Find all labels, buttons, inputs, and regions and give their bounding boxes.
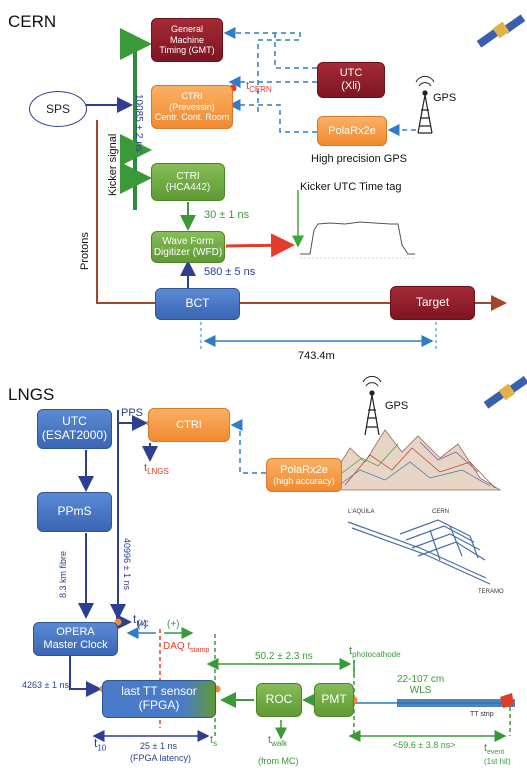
ctri-hca-line-2: (HCA442) [165,182,211,193]
tt-sensor-box: last TT sensor (FPGA) [102,680,216,718]
target-label: Target [415,295,450,310]
ctri-lngs-label: CTRI [176,418,202,431]
delay-10085-label: 10085 ± 2 ns [133,94,144,152]
protons-label: Protons [79,232,91,270]
t-cern-label: tCERN [246,80,272,95]
tt-strip-label: TT strip [470,711,494,718]
tt-line-2: (FPGA) [138,698,180,712]
gmt-box: General Machine Timing (GMT) [151,18,223,62]
polarx-lngs-box: PolaRx2e (high accuracy) [266,458,342,492]
lngs-lab-map [347,519,491,585]
first-hit-label: (1st hit) [484,757,511,766]
fpga-latency-label: (FPGA latency) [130,753,192,763]
gmt-line-1: General [170,24,204,35]
kicker-signal-label: Kicker signal [107,133,119,196]
utc-xli-line-2: (Xli) [341,80,361,92]
high-precision-gps-label: High precision GPS [311,153,407,165]
gps-cern-label: GPS [433,92,457,104]
plus-label: (+) [167,619,180,630]
kicker-utc-tag-label: Kicker UTC Time tag [300,181,402,193]
opera-clock-box: OPERA Master Clock [33,622,118,656]
delay-59-label: <59.6 ± 3.8 ns> [393,740,456,750]
t-lngs-label: tLNGS [144,462,169,477]
pmt-label: PMT [321,692,347,707]
hit-marker [500,693,514,708]
ctri-prevessin-line-2: (Prevessin) [169,101,215,112]
pps-label: PPS [121,407,144,419]
gps-lngs-label: GPS [385,400,409,412]
wls-line-2: WLS [409,685,432,696]
wls-line-1: 22-107 cm [397,674,445,685]
wls-label: 22-107 cm WLS [397,674,444,696]
utc-esat-line-2: (ESAT2000) [41,428,108,442]
sps-label: SPS [45,102,70,116]
from-mc-label: (from MC) [258,756,299,766]
delay-4263-label: 4263 ± 1 ns [22,680,69,690]
lngs-section-title: LNGS [8,385,55,404]
t-photocathode-label: tphotocathode [349,645,401,660]
t-walk-label: twalk [268,734,288,749]
delay-40996-label: 40996 ± 1 ns [122,538,132,590]
t-s-label: ts [210,734,218,749]
ctri-prevessin-line-3: Centr. Cont. Room [154,112,230,123]
polarx-cern-label: PolaRx2e [328,124,376,137]
t-mc-label: tMC [133,612,149,629]
distance-label: 743.4m [298,350,335,362]
tt-strip-bar [397,699,515,707]
gmt-line-2: Machine [169,34,205,45]
satellite-icon [483,375,527,409]
ppms-label: PPmS [57,504,92,519]
satellite-icon [476,14,526,48]
utc-xli-line-1: UTC [339,67,363,80]
polarx-lngs-line-2: (high accuracy) [273,476,335,487]
utc-xli-box: UTC (Xli) [317,62,385,98]
roc-label: ROC [265,692,293,707]
ctri-hca-line-1: CTRI [176,170,200,182]
kicker-waveform [300,221,415,255]
map-label-laquila: L'AQUILA [348,509,375,515]
roc-box: ROC [256,683,302,717]
fibre-label: 8.3 km fibre [58,550,68,598]
ctri-lngs-box: CTRI [148,408,230,442]
delay-30-label: 30 ± 1 ns [204,209,250,221]
delay-25-label: 25 ± 1 ns [140,741,177,751]
map-label-teramo: TERAMO [478,589,504,595]
target-box: Target [390,286,475,320]
t-10-label: t10 [94,736,107,753]
cern-section-title: CERN [8,12,57,31]
bct-box: BCT [155,288,240,320]
opera-line-2: Master Clock [43,639,108,651]
mountain-illustration [329,429,502,491]
t-event-label: tevent [484,742,505,757]
wfd-box: Wave Form Digitizer (WFD) [151,231,225,263]
gps-tower-icon [415,75,435,134]
ctri-hca-box: CTRI (HCA442) [151,163,225,201]
ctri-prevessin-line-1: CTRI [181,91,203,102]
gmt-line-3: Timing (GMT) [159,45,215,56]
polarx-cern-box: PolaRx2e [317,116,387,146]
delay-580-label: 580 ± 5 ns [204,266,256,278]
minus-label: (-) [137,619,147,630]
delay-50-label: 50.2 ± 2.3 ns [255,651,313,662]
bct-label: BCT [185,296,210,311]
daq-tstamp-label: DAQ tstamp [163,641,210,654]
ctri-prevessin-box: CTRI (Prevessin) Centr. Cont. Room [151,85,233,129]
wfd-line-1: Wave Form [162,235,214,247]
tt-line-1: last TT sensor [121,684,197,699]
map-label-cern: CERN [432,509,450,515]
pmt-box: PMT [314,683,354,717]
utc-esat-box: UTC (ESAT2000) [37,409,112,449]
ppms-box: PPmS [37,492,112,532]
sps-node: SPS [29,91,87,127]
opera-line-1: OPERA [56,626,95,639]
wfd-line-2: Digitizer (WFD) [153,247,223,258]
gps-tower-icon [362,375,382,436]
utc-esat-line-1: UTC [62,414,87,429]
polarx-lngs-line-1: PolaRx2e [280,463,328,476]
